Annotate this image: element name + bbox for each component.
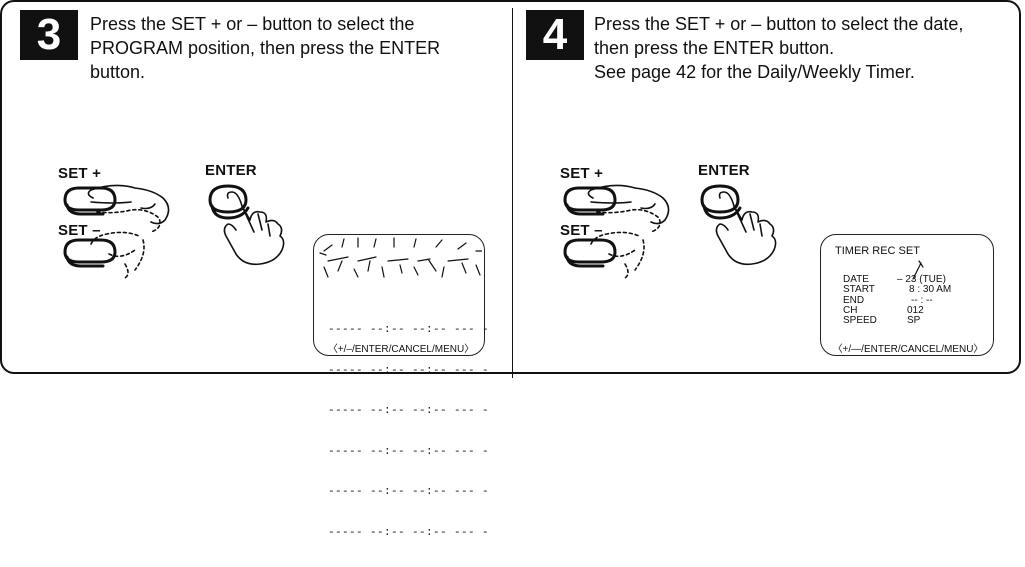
field-label-start: START bbox=[843, 285, 875, 296]
program-row: ----- --:-- --:-- --- - bbox=[328, 365, 489, 379]
pressing-hand-icon bbox=[224, 192, 283, 264]
blinking-indicator-graphic bbox=[318, 237, 482, 291]
screen-footer: 〈+/—/ENTER/CANCEL/MENU〉 bbox=[822, 340, 994, 355]
screen-title: TIMER REC SET bbox=[835, 245, 920, 257]
program-row: ----- --:-- --:-- --- - bbox=[328, 405, 489, 419]
instruction-line: PROGRAM position, then press the ENTER bbox=[90, 36, 440, 60]
hand-icon bbox=[88, 185, 168, 223]
enter-button-icon bbox=[702, 186, 738, 212]
step-instructions: Press the SET + or – button to select th… bbox=[90, 12, 440, 84]
screen-footer: 〈+/–/ENTER/CANCEL/MENU〉 bbox=[318, 340, 484, 355]
hand-dashed-icon bbox=[591, 210, 660, 278]
enter-label: ENTER bbox=[205, 162, 257, 179]
set-minus-button-icon bbox=[565, 240, 615, 262]
enter-label: ENTER bbox=[698, 162, 750, 179]
step-number-badge: 3 bbox=[20, 10, 78, 60]
timer-rec-set-screen: TIMER REC SET DATE – 23 (TUE) START 8 : … bbox=[820, 234, 994, 356]
program-row: ----- --:-- --:-- --- - bbox=[328, 324, 489, 338]
instruction-line: Press the SET + or – button to select th… bbox=[594, 12, 963, 36]
field-label-speed: SPEED bbox=[843, 316, 877, 327]
hand-dashed-icon bbox=[91, 210, 160, 278]
program-row: ----- --:-- --:-- --- - bbox=[328, 486, 489, 500]
step-instructions: Press the SET + or – button to select th… bbox=[594, 12, 963, 84]
enter-button-icon bbox=[210, 186, 246, 212]
instruction-line: Press the SET + or – button to select th… bbox=[90, 12, 440, 36]
field-value-start: 8 : 30 AM bbox=[909, 285, 951, 296]
program-list-screen: ----- --:-- --:-- --- - ----- --:-- --:-… bbox=[313, 234, 485, 356]
instruction-line: See page 42 for the Daily/Weekly Timer. bbox=[594, 60, 963, 84]
pressing-hand-icon bbox=[716, 192, 775, 264]
field-value-speed: SP bbox=[907, 316, 920, 327]
instruction-line: button. bbox=[90, 60, 440, 84]
set-buttons-hand-illustration bbox=[555, 180, 685, 280]
instruction-line: then press the ENTER button. bbox=[594, 36, 963, 60]
program-row: ----- --:-- --:-- --- - bbox=[328, 446, 489, 460]
column-divider bbox=[512, 8, 513, 378]
step-number-badge: 4 bbox=[526, 10, 584, 60]
enter-button-hand-illustration bbox=[690, 178, 800, 273]
hand-icon bbox=[588, 185, 668, 223]
set-minus-button-icon bbox=[65, 240, 115, 262]
enter-button-hand-illustration bbox=[198, 178, 308, 273]
set-buttons-hand-illustration bbox=[55, 180, 185, 280]
program-row: ----- --:-- --:-- --- - bbox=[328, 527, 489, 541]
program-rows: ----- --:-- --:-- --- - ----- --:-- --:-… bbox=[328, 297, 489, 567]
